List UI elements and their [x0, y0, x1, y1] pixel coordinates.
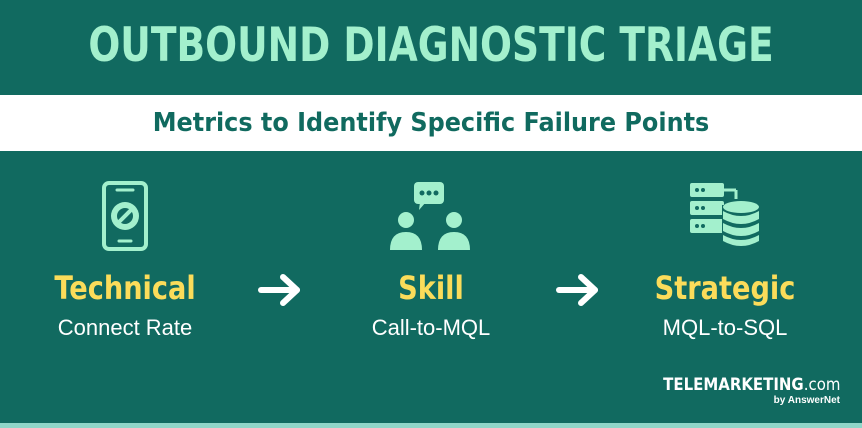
stage-title: Skill [398, 269, 464, 307]
subtitle-band: Metrics to Identify Specific Failure Poi… [0, 95, 862, 151]
page-title: OUTBOUND DIAGNOSTIC TRIAGE [88, 18, 774, 73]
stage-skill: Skill Call-to-MQL [306, 178, 556, 342]
server-database-icon [690, 183, 760, 247]
stage-metric: Connect Rate [57, 315, 193, 340]
brand-logo: TELEMARKETING.com by AnswerNet [639, 375, 840, 407]
page-subtitle: Metrics to Identify Specific Failure Poi… [152, 108, 710, 138]
arrow-right-icon [258, 274, 300, 306]
stage-title: Technical [54, 269, 196, 307]
brand-tagline: by AnswerNet [773, 395, 840, 406]
stage-technical: Technical Connect Rate [0, 178, 250, 342]
stage-title: Strategic [654, 269, 796, 307]
stage-metric: MQL-to-SQL [662, 315, 788, 340]
stage-metric: Call-to-MQL [371, 315, 491, 340]
phone-blocked-icon [102, 181, 148, 251]
arrow-right-icon [556, 274, 598, 306]
stage-strategic: Strategic MQL-to-SQL [600, 178, 850, 342]
brand-name: TELEMARKETING.com [662, 375, 840, 395]
conversation-people-icon [390, 182, 470, 250]
bottom-strip [0, 423, 862, 428]
